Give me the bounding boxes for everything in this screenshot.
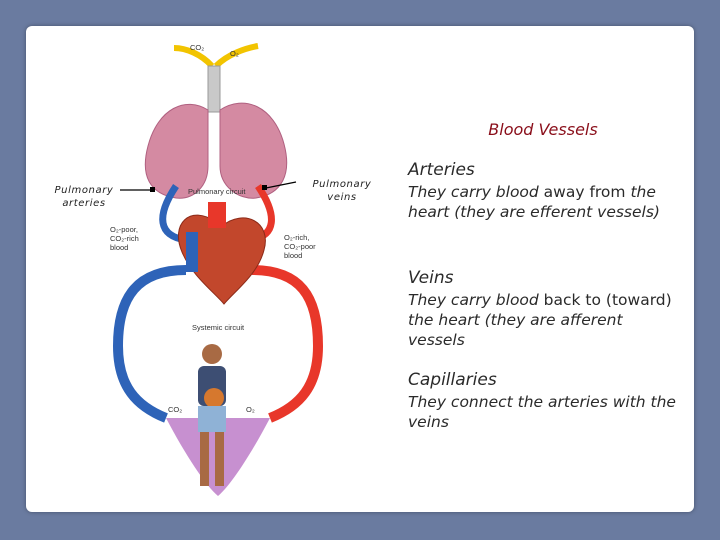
person-head bbox=[202, 344, 222, 364]
arteries-section: Arteries They carry blood away from the … bbox=[408, 160, 678, 222]
systemic-vein-vessel bbox=[112, 265, 187, 423]
veins-leader-dot bbox=[262, 185, 267, 190]
systemic-circuit-label: Systemic circuit bbox=[192, 323, 245, 332]
o2-bottom-label: O₂ bbox=[246, 405, 255, 414]
heart bbox=[177, 214, 266, 305]
veins-description: They carry blood back to (toward) the he… bbox=[408, 290, 678, 350]
veins-text-b: the heart (they are afferent vessels bbox=[408, 311, 623, 349]
o2-poor-label-2: CO₂-rich bbox=[110, 234, 139, 243]
veins-title: Veins bbox=[408, 268, 454, 288]
arteries-leader-dot bbox=[150, 187, 155, 192]
veins-text-emphasis: back to (toward) bbox=[543, 291, 672, 309]
pulmonary-arteries-callout: Pulmonary arteries bbox=[54, 185, 114, 209]
co2-top-label: CO₂ bbox=[190, 43, 204, 52]
veins-section: Veins They carry blood back to (toward) … bbox=[408, 268, 678, 350]
right-lung bbox=[219, 102, 288, 199]
slide: CO₂ O₂ Pulmonary circuit O₂-poor, CO₂-ri… bbox=[26, 26, 694, 512]
o2-poor-label-1: O₂-poor, bbox=[110, 225, 138, 234]
person-shorts bbox=[198, 406, 226, 432]
co2-bottom-label: CO₂ bbox=[168, 405, 182, 414]
basketball bbox=[204, 388, 224, 408]
o2-poor-label-3: blood bbox=[110, 243, 128, 252]
o2-rich-label-3: blood bbox=[284, 251, 302, 260]
veins-text-a: They carry blood bbox=[408, 291, 544, 309]
arteries-title: Arteries bbox=[408, 160, 475, 180]
o2-inhale-arrow bbox=[213, 43, 259, 69]
arteries-description: They carry blood away from the heart (th… bbox=[408, 182, 678, 222]
aorta bbox=[208, 202, 226, 228]
person-left-leg bbox=[200, 432, 209, 486]
arteries-text-b: the heart (they are efferent vessels) bbox=[408, 183, 660, 221]
arteries-text-a: They carry blood bbox=[408, 183, 544, 201]
left-lung bbox=[144, 103, 209, 199]
vena-cava bbox=[186, 232, 198, 272]
capillaries-section: Capillaries They connect the arteries wi… bbox=[408, 370, 678, 432]
arteries-text-emphasis: away from bbox=[543, 183, 626, 201]
veins-leader-line bbox=[265, 181, 297, 189]
trachea bbox=[207, 65, 221, 113]
o2-top-label: O₂ bbox=[230, 49, 239, 58]
capillaries-title: Capillaries bbox=[408, 370, 497, 390]
slide-title: Blood Vessels bbox=[488, 120, 598, 139]
co2-exhale-arrow bbox=[173, 45, 215, 69]
circulation-diagram: CO₂ O₂ Pulmonary circuit O₂-poor, CO₂-ri… bbox=[110, 43, 324, 496]
o2-rich-label-2: CO₂-poor bbox=[284, 242, 316, 251]
person-right-leg bbox=[215, 432, 224, 486]
pulmonary-veins-callout: Pulmonary veins bbox=[312, 179, 372, 203]
capillaries-description: They connect the arteries with the veins bbox=[408, 393, 676, 431]
o2-rich-label-1: O₂-rich, bbox=[284, 233, 309, 242]
systemic-artery-vessel bbox=[251, 265, 324, 423]
pulmonary-circuit-label: Pulmonary circuit bbox=[188, 187, 246, 196]
